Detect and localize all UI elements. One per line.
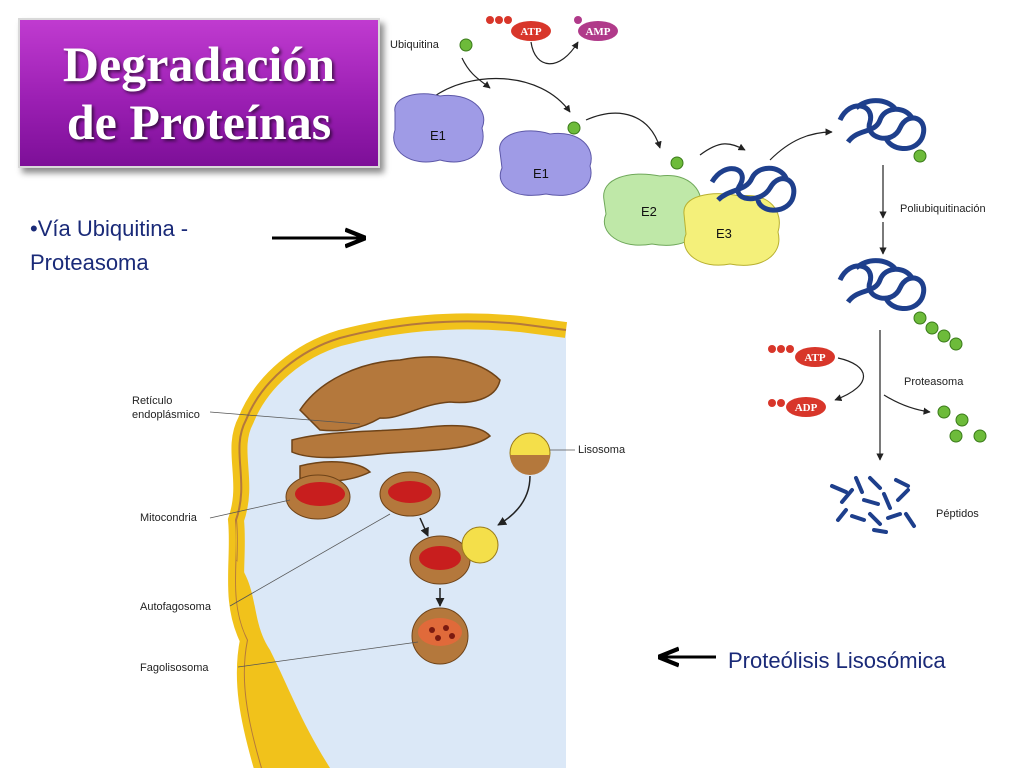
atp-label-top: ATP bbox=[520, 26, 541, 38]
substrate-protein bbox=[709, 165, 797, 213]
ubiquitin-dot bbox=[459, 38, 473, 52]
endoplasmic-reticulum bbox=[291, 356, 501, 483]
title-box: Degradación de Proteínas bbox=[18, 18, 380, 168]
peptides bbox=[830, 476, 916, 534]
label-fagolisosoma: Fagolisosoma bbox=[140, 662, 209, 674]
released-ubiquitins bbox=[937, 405, 987, 443]
mitochondrion-engulfing bbox=[379, 471, 441, 517]
label-mitocondria: Mitocondria bbox=[140, 512, 198, 524]
label-autofagosoma: Autofagosoma bbox=[140, 601, 212, 613]
label-poliubiquitinacion: Poliubiquitinación bbox=[900, 203, 986, 215]
adp-badge: ADP bbox=[768, 397, 826, 417]
enzyme-e1-loaded bbox=[499, 130, 592, 196]
autophagosome bbox=[409, 526, 499, 585]
label-ubiquitina: Ubiquitina bbox=[390, 39, 440, 51]
bullet-line-2: Proteasoma bbox=[30, 250, 149, 275]
slide-title-line-2: de Proteínas bbox=[66, 94, 332, 150]
e1-label-1: E1 bbox=[430, 128, 446, 143]
lysosome bbox=[509, 432, 551, 475]
lysosomal-pathway: Retículo endoplásmico Mitocondria Autofa… bbox=[132, 313, 626, 768]
atp-label-bottom: ATP bbox=[804, 352, 825, 364]
atp-badge-top: ATP bbox=[486, 16, 551, 41]
caption-lysosomal-proteolysis: Proteólisis Lisosómica bbox=[728, 648, 946, 673]
label-proteasoma: Proteasoma bbox=[904, 376, 964, 388]
protein-monoubiquitinated bbox=[837, 98, 927, 151]
atp-badge-bottom: ATP bbox=[768, 345, 835, 367]
e3-label: E3 bbox=[716, 226, 732, 241]
adp-label: ADP bbox=[795, 402, 818, 414]
mitochondrion bbox=[285, 474, 351, 520]
e1-label-2: E1 bbox=[533, 166, 549, 181]
bullet-line-1: •Vía Ubiquitina - bbox=[30, 216, 189, 241]
leader-lines bbox=[209, 411, 575, 668]
label-lisosoma: Lisosoma bbox=[578, 444, 626, 456]
slide-title-line-1: Degradación bbox=[62, 36, 336, 92]
amp-label: AMP bbox=[585, 26, 610, 38]
bullet-ubiquitin-proteasome: •Vía Ubiquitina - Proteasoma bbox=[30, 212, 188, 280]
polyubiquitin-chain bbox=[913, 311, 963, 351]
label-endoplasmico: endoplásmico bbox=[132, 409, 200, 421]
ubiquitin-pathway: Ubiquitina ATP AMP E1 E1 E2 E3 bbox=[390, 16, 987, 534]
enzyme-e3 bbox=[683, 193, 780, 266]
phagolysosome bbox=[411, 607, 469, 665]
e2-label: E2 bbox=[641, 204, 657, 219]
enzyme-e1-free bbox=[393, 93, 485, 163]
label-peptidos: Péptidos bbox=[936, 508, 979, 520]
protein-polyubiquitinated bbox=[837, 258, 927, 311]
label-reticulo: Retículo bbox=[132, 395, 172, 407]
amp-badge: AMP bbox=[574, 16, 618, 41]
